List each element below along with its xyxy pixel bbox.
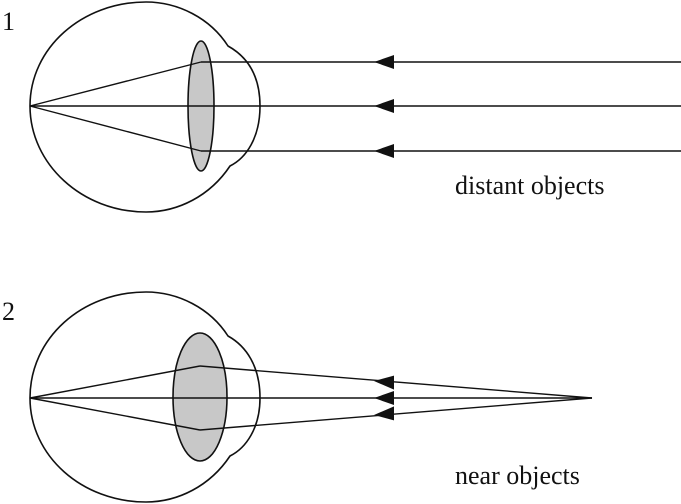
arrowhead-bot-1 (374, 144, 394, 158)
caption-near: near objects (455, 461, 580, 490)
eyeball-outline-2 (29, 291, 261, 503)
focus-ray-top-1 (29, 61, 202, 107)
panel-distant: 1 distant objects (2, 1, 681, 213)
focus-ray-bot-1 (29, 105, 202, 152)
panel-near: 2 near objects (2, 291, 593, 503)
focus-ray-top-2 (29, 365, 201, 399)
focus-ray-bot-2 (29, 397, 201, 431)
lens-thick (172, 332, 228, 462)
panel-number-2: 2 (2, 297, 15, 326)
ray-bot-2 (199, 397, 593, 431)
arrowhead-top-1 (374, 55, 394, 69)
arrowhead-mid-1 (374, 99, 394, 113)
eyeball-outline-1 (29, 1, 261, 213)
caption-distant: distant objects (455, 171, 604, 200)
panel-number-1: 1 (2, 7, 15, 36)
arrowhead-bot-2 (374, 406, 394, 421)
ray-top-2 (199, 365, 593, 399)
arrowhead-mid-2 (374, 391, 394, 405)
arrowhead-top-2 (374, 375, 394, 390)
